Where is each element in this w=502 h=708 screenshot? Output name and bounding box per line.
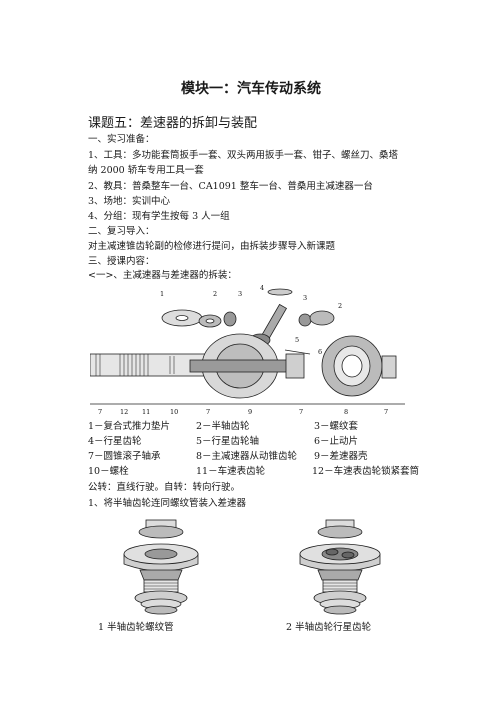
figure-caption: 1 半轴齿轮螺纹管: [98, 622, 174, 633]
legend-item: 12－车速表齿轮锁紧套筒: [312, 466, 420, 477]
assembly-diagram-1: [123, 519, 199, 615]
legend-item: 6－止动片: [314, 436, 359, 447]
legend-item: 5－行星齿轮轴: [196, 436, 260, 447]
callout-label: 6: [318, 348, 322, 356]
callout-label: 10: [170, 408, 178, 416]
legend-row: 1－复合式推力垫片 2－半轴齿轮 3－螺纹套: [88, 421, 418, 433]
callout-label: 7: [206, 408, 210, 416]
legend-item: 4－行星齿轮: [88, 436, 142, 447]
differential-exploded-diagram: 1 2 3 4 3 2 5 6 7 12 11 10 7 9 7 8 7: [90, 284, 405, 416]
callout-label: 5: [295, 336, 299, 344]
text-line: <一>、主减速器与差速器的拆装：: [88, 270, 237, 281]
callout-label: 1: [160, 290, 164, 298]
callout-label: 3: [303, 294, 307, 302]
text-line: 二、复习导入：: [88, 226, 155, 237]
callout-label: 7: [299, 408, 303, 416]
callout-label: 4: [260, 284, 264, 292]
legend-item: 10－螺栓: [88, 466, 129, 477]
text-line: 三、授课内容：: [88, 256, 155, 267]
legend-row: 10－螺栓 11－车速表齿轮 12－车速表齿轮锁紧套筒: [88, 466, 420, 478]
callout-label: 11: [142, 408, 150, 416]
legend-item: 8－主减速器从动锥齿轮: [196, 451, 298, 462]
legend-row: 4－行星齿轮 5－行星齿轮轴 6－止动片: [88, 436, 418, 448]
callout-label: 7: [384, 408, 388, 416]
legend-row: 7－圆锥滚子轴承 8－主减速器从动锥齿轮 9－差速器壳: [88, 451, 418, 463]
lesson-title: 课题五：差速器的拆卸与装配: [88, 116, 258, 131]
callout-label: 2: [213, 290, 217, 298]
callout-label: 3: [238, 290, 242, 298]
figure-caption: 2 半轴齿轮行星齿轮: [286, 622, 372, 633]
text-line: 4、分组：现有学生按每 3 人一组: [88, 211, 230, 222]
text-line: 一、实习准备：: [88, 134, 155, 145]
callout-label: 7: [98, 408, 102, 416]
legend-item: 7－圆锥滚子轴承: [88, 451, 161, 462]
text-line: 1、将半轴齿轮连同螺纹管装入差速器: [88, 498, 247, 509]
legend-item: 3－螺纹套: [314, 421, 359, 432]
text-line: 2、教具：普桑整车一台、CA1091 整车一台、普桑用主减速器一台: [88, 181, 373, 192]
text-line: 纳 2000 轿车专用工具一套: [88, 165, 204, 176]
callout-label: 8: [344, 408, 348, 416]
callout-label: 12: [120, 408, 128, 416]
legend-item: 9－差速器壳: [314, 451, 368, 462]
callout-label: 9: [248, 408, 252, 416]
legend-item: 1－复合式推力垫片: [88, 421, 171, 432]
assembly-diagram-2: [299, 519, 381, 615]
text-line: 1、工具：多功能套筒扳手一套、双头两用扳手一套、钳子、螺丝刀、桑塔: [88, 150, 399, 161]
text-line: 3、场地：实训中心: [88, 196, 171, 207]
text-line: 对主减速锥齿轮副的检修进行提问，由拆装步骤导入新课题: [88, 241, 336, 252]
legend-item: 2－半轴齿轮: [196, 421, 250, 432]
callout-label: 2: [338, 302, 342, 310]
legend-item: 11－车速表齿轮: [196, 466, 266, 477]
module-title: 模块一：汽车传动系统: [181, 81, 321, 97]
text-line: 公转：直线行驶。自转：转向行驶。: [88, 482, 241, 493]
